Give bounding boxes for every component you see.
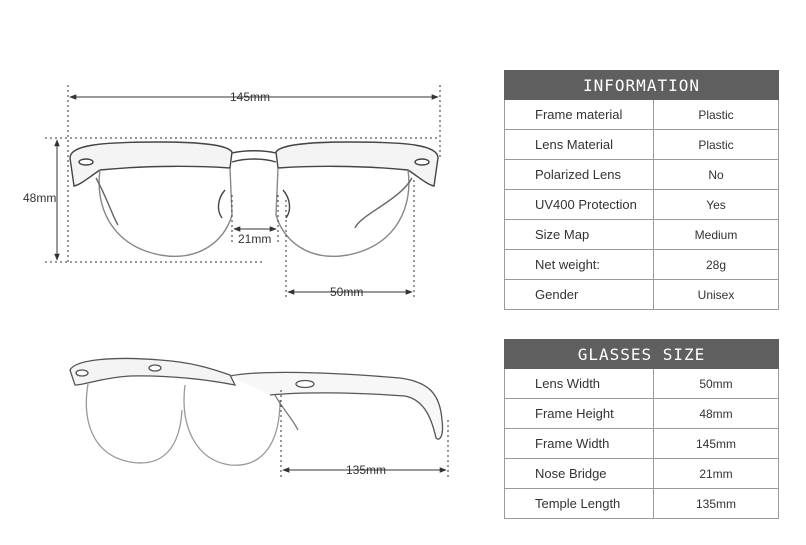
front-view-glasses <box>69 141 439 257</box>
row-label: Size Map <box>504 219 654 250</box>
side-temple <box>229 371 444 440</box>
row-label: Lens Material <box>504 129 654 160</box>
left-browline <box>69 141 233 187</box>
row-value: Yes <box>653 189 779 220</box>
row-label: Nose Bridge <box>504 458 654 489</box>
temple-dimension <box>280 390 449 478</box>
side-left-lens <box>85 383 183 464</box>
row-label: UV400 Protection <box>504 189 654 220</box>
table-row: Net weight:28g <box>504 249 779 280</box>
left-hinge-dot <box>78 158 94 166</box>
row-label: Frame Width <box>504 428 654 459</box>
side-inner-temple <box>274 394 299 431</box>
row-value: 50mm <box>653 368 779 399</box>
right-browline <box>275 141 439 187</box>
right-temple-front <box>354 177 413 229</box>
side-browline <box>69 357 237 386</box>
side-hinge-dot <box>295 379 315 389</box>
dimension-lines <box>45 85 441 300</box>
row-value: 21mm <box>653 458 779 489</box>
row-label: Net weight: <box>504 249 654 280</box>
side-mid-dot <box>148 364 162 372</box>
row-label: Lens Width <box>504 368 654 399</box>
label-height: 48mm <box>23 191 56 205</box>
row-value: 135mm <box>653 488 779 519</box>
row-label: Frame material <box>504 99 654 130</box>
row-label: Frame Height <box>504 398 654 429</box>
information-table-title: INFORMATION <box>504 70 779 100</box>
row-value: Unisex <box>653 279 779 310</box>
left-temple-front <box>95 177 119 226</box>
left-lens <box>98 167 233 257</box>
row-label: Polarized Lens <box>504 159 654 190</box>
side-view-glasses <box>69 357 444 466</box>
side-left-dot <box>75 369 89 377</box>
bridge <box>231 150 277 163</box>
row-value: 28g <box>653 249 779 280</box>
row-value: 48mm <box>653 398 779 429</box>
label-lens-width: 50mm <box>330 285 363 299</box>
side-right-lens <box>183 384 281 466</box>
glasses-size-table-title: GLASSES SIZE <box>504 339 779 369</box>
label-total-width: 145mm <box>230 90 270 104</box>
row-label: Temple Length <box>504 488 654 519</box>
row-value: Plastic <box>653 99 779 130</box>
right-nose-pad <box>282 189 291 219</box>
row-label: Gender <box>504 279 654 310</box>
glasses-diagram: 145mm 48mm 21mm 50mm 135mm <box>23 85 449 478</box>
right-lens <box>275 167 410 257</box>
label-bridge: 21mm <box>238 232 271 246</box>
row-value: 145mm <box>653 428 779 459</box>
row-value: Medium <box>653 219 779 250</box>
label-temple-length: 135mm <box>346 463 386 477</box>
right-hinge-dot <box>414 158 430 166</box>
row-value: No <box>653 159 779 190</box>
left-nose-pad <box>217 189 226 219</box>
row-value: Plastic <box>653 129 779 160</box>
